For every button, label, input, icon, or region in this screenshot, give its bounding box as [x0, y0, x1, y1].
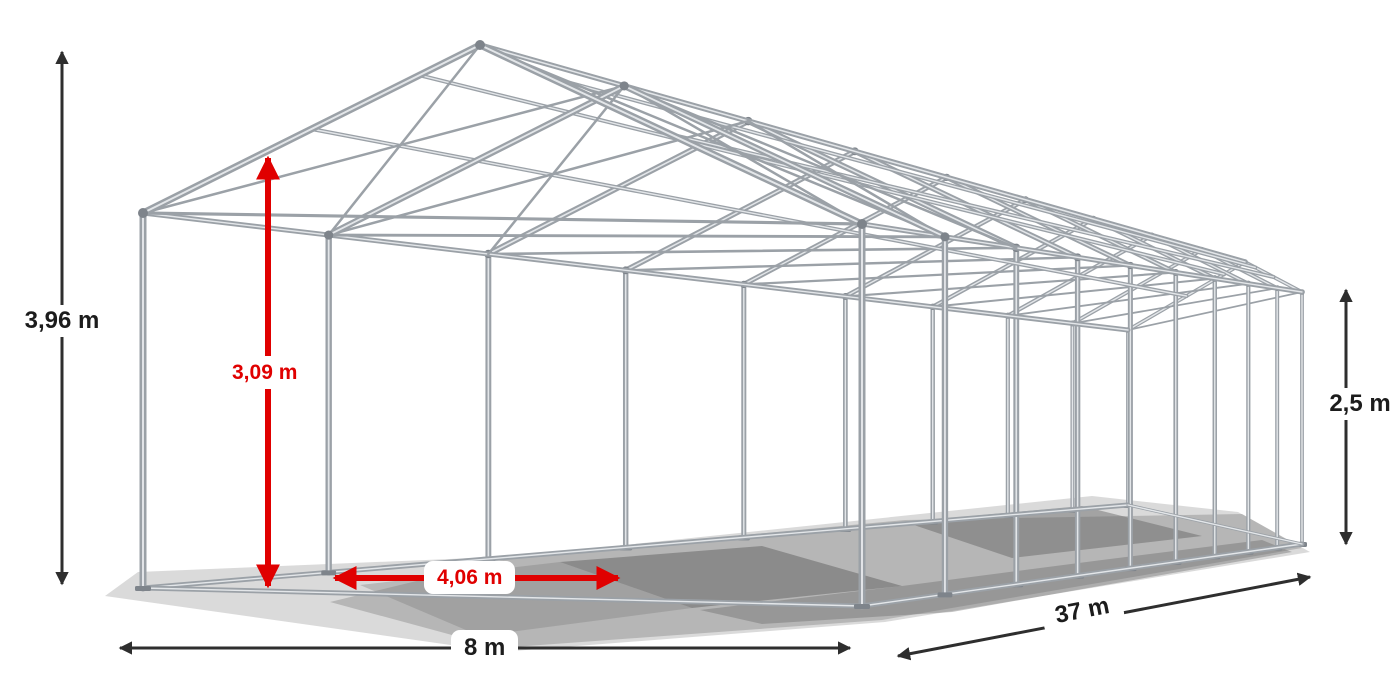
frame-member [857, 219, 867, 229]
frame-member [742, 264, 1132, 286]
frame-member [844, 271, 1177, 298]
frame-member [138, 208, 148, 218]
frame-structure [135, 40, 1307, 610]
frame-member [931, 277, 1216, 308]
frame-member [622, 84, 864, 226]
frame-member [487, 84, 626, 256]
frame-member [310, 128, 1188, 297]
frame-member [623, 85, 946, 238]
frame-member [324, 230, 334, 240]
frame-member [321, 570, 337, 576]
frame-member [135, 586, 151, 591]
frame-member [418, 74, 1225, 275]
frame-member [327, 233, 947, 239]
frame-member [619, 81, 629, 91]
frame-member [487, 246, 1018, 256]
frame-member [475, 40, 485, 50]
dimension-label-entrance-width: 4,06 m [424, 561, 516, 595]
frame-member [142, 587, 863, 607]
frame-member [622, 84, 1018, 250]
frame-member [479, 44, 863, 225]
frame-member [746, 119, 947, 239]
frame-member [479, 44, 1246, 263]
frame-member [1127, 504, 1303, 545]
frame-member [548, 76, 1256, 269]
frame-member [142, 504, 1129, 589]
frame-member [940, 232, 950, 242]
dimension-label-width: 8 m [451, 630, 519, 667]
frame-member [327, 85, 626, 236]
frame-member [142, 44, 481, 214]
frame-member [141, 84, 626, 215]
frame-member [478, 43, 947, 239]
frame-member [854, 604, 870, 609]
frame-member [937, 592, 953, 598]
frame-member [142, 212, 1129, 331]
dimension-label-inner-height: 3,09 m [219, 356, 311, 390]
frame-member [327, 43, 482, 237]
dimension-label-total-height: 3,96 m [10, 305, 114, 338]
dimension-label-side-height: 2,5 m [1320, 388, 1400, 421]
